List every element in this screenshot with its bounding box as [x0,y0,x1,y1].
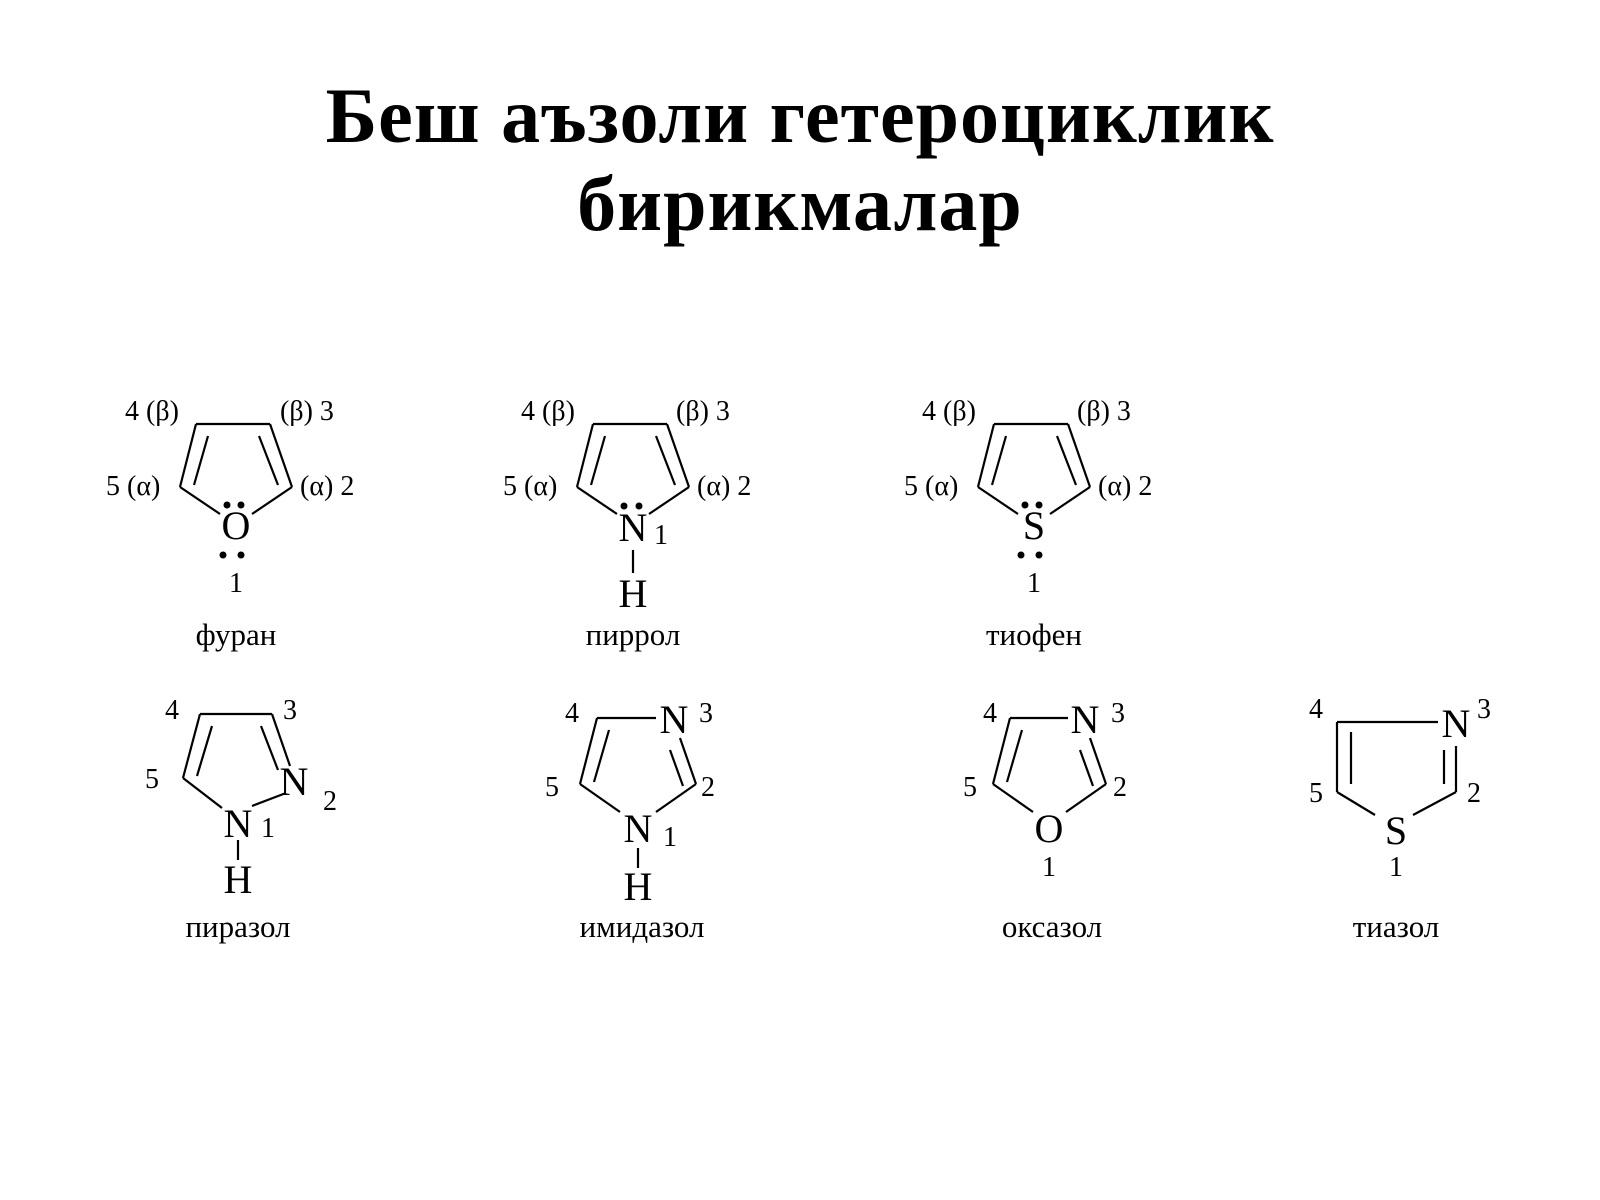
pyrazole-label-4: 4 [165,695,179,726]
imidazole-nitrogen-3: N [660,697,689,742]
imidazole-label-4: 4 [565,698,579,729]
thiazole-name: тиазол [1353,909,1440,944]
thiophene-label-2: (α) 2 [1098,471,1152,502]
pyrazole-label-2: 2 [323,786,337,817]
oxazole-structure: O N 4 3 5 2 1 оксазол [963,697,1127,944]
pyrrole-name: пиррол [586,617,681,652]
thiophene-label-3: (β) 3 [1077,396,1131,427]
oxazole-label-1: 1 [1042,852,1056,883]
pyrazole-nitrogen-2: N [280,759,309,804]
imidazole-label-5: 5 [545,772,559,803]
oxazole-label-2: 2 [1113,772,1127,803]
thiazole-nitrogen: N [1442,701,1471,746]
thiazole-label-5: 5 [1309,778,1323,809]
pyrrole-hydrogen: H [619,571,648,616]
pyrazole-nitrogen-1: N [224,801,253,846]
pyrrole-label-4: 4 (β) [521,396,575,427]
imidazole-label-3: 3 [699,698,713,729]
title-line-2: бирикмалар [577,160,1023,247]
imidazole-label-1: 1 [663,822,677,853]
thiazole-label-3: 3 [1477,694,1491,725]
oxazole-name: оксазол [1002,909,1102,944]
oxazole-ring [991,716,1108,813]
furan-ring [178,422,294,515]
page-title: Беш аъзоли гетероциклик бирикмалар [0,72,1600,248]
furan-label-2: (α) 2 [300,471,354,502]
thiazole-sulfur: S [1385,808,1407,853]
imidazole-ring [578,716,698,868]
pyrazole-label-3: 3 [283,695,297,726]
pyrrole-structure: N H 4 (β) (β) 3 5 (α) (α) 2 1 пиррол [503,396,751,652]
furan-structure: O 4 (β) (β) 3 5 (α) (α) 2 1 фуран [106,396,354,652]
furan-oxygen: O [222,503,251,548]
thiophene-label-5: 5 (α) [904,471,958,502]
furan-label-4: 4 (β) [125,396,179,427]
pyrrole-label-1: 1 [654,520,668,551]
thiazole-structure: S N 4 3 5 2 1 тиазол [1309,694,1491,944]
pyrrole-label-5: 5 (α) [503,471,557,502]
furan-name: фуран [196,617,277,652]
furan-label-1: 1 [229,568,243,599]
pyrrole-nitrogen: N [619,505,648,550]
thiazole-label-1: 1 [1389,852,1403,883]
imidazole-label-2: 2 [701,772,715,803]
title-line-1: Беш аъзоли гетероциклик [325,72,1275,159]
thiazole-ring [1335,720,1458,816]
imidazole-hydrogen: H [624,864,653,909]
oxazole-label-4: 4 [983,698,997,729]
imidazole-nitrogen-1: N [624,806,653,851]
oxazole-label-5: 5 [963,772,977,803]
thiophene-lone-pairs [1017,501,1043,559]
thiophene-label-1: 1 [1027,568,1041,599]
pyrrole-label-3: (β) 3 [676,396,730,427]
thiophene-name: тиофен [986,617,1082,652]
pyrazole-ring [181,712,292,860]
pyrazole-label-5: 5 [145,764,159,795]
imidazole-structure: N N H 4 3 5 2 1 имидазол [545,697,715,944]
oxazole-label-3: 3 [1111,698,1125,729]
thiazole-label-4: 4 [1309,694,1323,725]
thiazole-label-2: 2 [1467,778,1481,809]
thiophene-label-4: 4 (β) [922,396,976,427]
pyrrole-lone-pair [620,502,643,510]
pyrazole-name: пиразол [185,909,290,944]
oxazole-nitrogen: N [1071,697,1100,742]
furan-lone-pairs [219,501,245,559]
furan-label-5: 5 (α) [106,471,160,502]
imidazole-name: имидазол [580,909,705,944]
oxazole-oxygen: O [1035,806,1064,851]
pyrazole-hydrogen: H [224,857,253,902]
pyrrole-label-2: (α) 2 [697,471,751,502]
furan-label-3: (β) 3 [280,396,334,427]
thiophene-sulfur: S [1023,503,1045,548]
thiophene-structure: S 4 (β) (β) 3 5 (α) (α) 2 1 тиофен [904,396,1152,652]
thiophene-ring [976,422,1092,515]
pyrrole-ring [575,422,691,573]
pyrazole-structure: N N H 4 3 5 2 1 пиразол [145,695,337,944]
pyrazole-label-1: 1 [261,813,275,844]
